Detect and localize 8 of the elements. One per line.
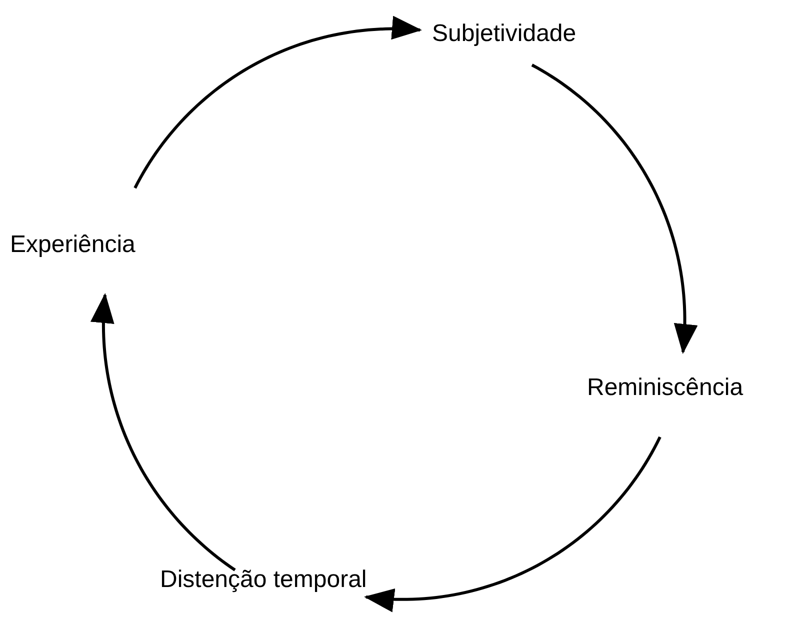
cycle-stage-label: Experiência (10, 231, 136, 259)
arrow (364, 436, 662, 612)
arrow (134, 16, 422, 189)
arrow (531, 64, 698, 354)
cycle-stage-label: Reminiscência (587, 374, 744, 402)
arrow (90, 293, 236, 572)
cycle-stage-label: Distenção temporal (160, 566, 367, 594)
cycle-stage-label: Subjetividade (432, 20, 576, 48)
